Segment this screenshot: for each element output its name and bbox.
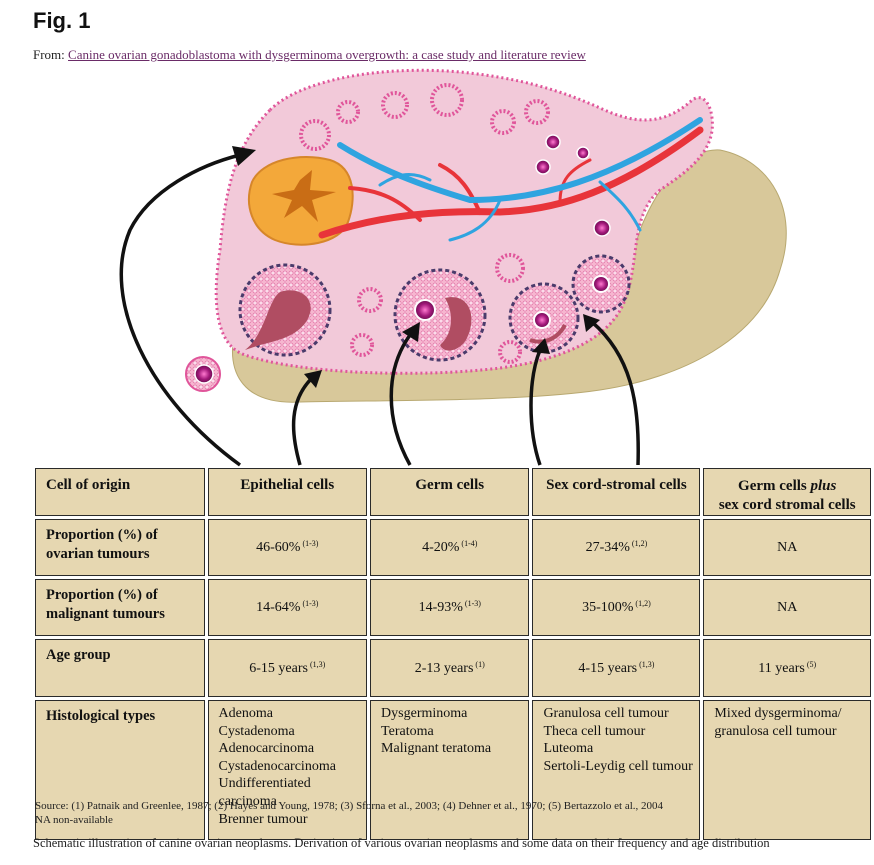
- row-label: Age group: [35, 639, 205, 697]
- table-header-row: Cell of origin Epithelial cells Germ cel…: [35, 468, 871, 516]
- arrow-heads: [232, 146, 600, 388]
- table-cell: NA: [703, 579, 871, 636]
- table-cell: 46-60%(1-3): [207, 519, 368, 576]
- header-mixed-b: sex cord stromal cells: [718, 497, 856, 513]
- header-epithelial: Epithelial cells: [207, 468, 368, 516]
- source-references: Source: (1) Patnaik and Greenlee, 1987; …: [35, 800, 664, 812]
- table-cell: 4-20%(1-4): [370, 519, 530, 576]
- table-cell: 27-34%(1,2): [532, 519, 701, 576]
- table-row: Age group 6-15 years(1,3) 2-13 years(1) …: [35, 639, 871, 697]
- antral-follicle-2: [393, 268, 487, 362]
- header-germ: Germ cells: [370, 468, 530, 516]
- table-cell: NA: [703, 519, 871, 576]
- list-germ: Dysgerminoma Teratoma Malignant teratoma: [370, 700, 530, 840]
- table-cell: 4-15 years(1,3): [532, 639, 701, 697]
- antral-follicle-4: [571, 254, 631, 314]
- table-cell: 11 years(5): [703, 639, 871, 697]
- table-cell: 6-15 years(1,3): [207, 639, 368, 697]
- ovary-illustration: [119, 68, 787, 467]
- blood-vessels: [318, 117, 704, 242]
- header-mixed-a: Germ cells: [738, 478, 811, 494]
- ovulated-oocyte: [185, 356, 221, 392]
- primordial-follicles: [299, 83, 550, 364]
- na-legend: NA non-available: [35, 814, 113, 826]
- table-source-note: Source: (1) Patnaik and Greenlee, 1987; …: [35, 799, 663, 827]
- figure-caption: Schematic illustration of canine ovarian…: [33, 836, 770, 850]
- list-epithelial: Adenoma Cystadenoma Adenocarcinoma Cysta…: [207, 700, 368, 840]
- table-row: Proportion (%) of malignant tumours 14-6…: [35, 579, 871, 636]
- neoplasm-table: Cell of origin Epithelial cells Germ cel…: [32, 465, 874, 843]
- header-mixed: Germ cells plus sex cord stromal cells: [703, 468, 871, 516]
- header-mixed-plus: plus: [810, 478, 837, 494]
- table-cell: 35-100%(1,2): [532, 579, 701, 636]
- table-row-histology: Histological types Adenoma Cystadenoma A…: [35, 700, 871, 840]
- cortex-oocytes: [535, 134, 611, 237]
- list-sex-cord: Granulosa cell tumour Theca cell tumour …: [532, 700, 701, 840]
- antral-follicle-1: [238, 263, 332, 357]
- figure-title: Fig. 1: [33, 8, 91, 33]
- row-label: Proportion (%) of ovarian tumours: [35, 519, 205, 576]
- source-article-line: From: Canine ovarian gonadoblastoma with…: [33, 47, 586, 63]
- from-prefix: From:: [33, 47, 69, 62]
- list-mixed: Mixed dysgerminoma/ granulosa cell tumou…: [703, 700, 871, 840]
- article-link[interactable]: Canine ovarian gonadoblastoma with dysge…: [68, 47, 586, 62]
- header-sex-cord: Sex cord-stromal cells: [532, 468, 701, 516]
- table-row: Proportion (%) of ovarian tumours 46-60%…: [35, 519, 871, 576]
- header-cell-of-origin: Cell of origin: [35, 468, 205, 516]
- row-label: Histological types: [35, 700, 205, 840]
- table-cell: 2-13 years(1): [370, 639, 530, 697]
- corpus-luteum: [248, 156, 354, 246]
- antral-follicle-3: [508, 282, 580, 354]
- derivation-arrows: [119, 153, 640, 467]
- row-label: Proportion (%) of malignant tumours: [35, 579, 205, 636]
- table-cell: 14-93%(1-3): [370, 579, 530, 636]
- table-cell: 14-64%(1-3): [207, 579, 368, 636]
